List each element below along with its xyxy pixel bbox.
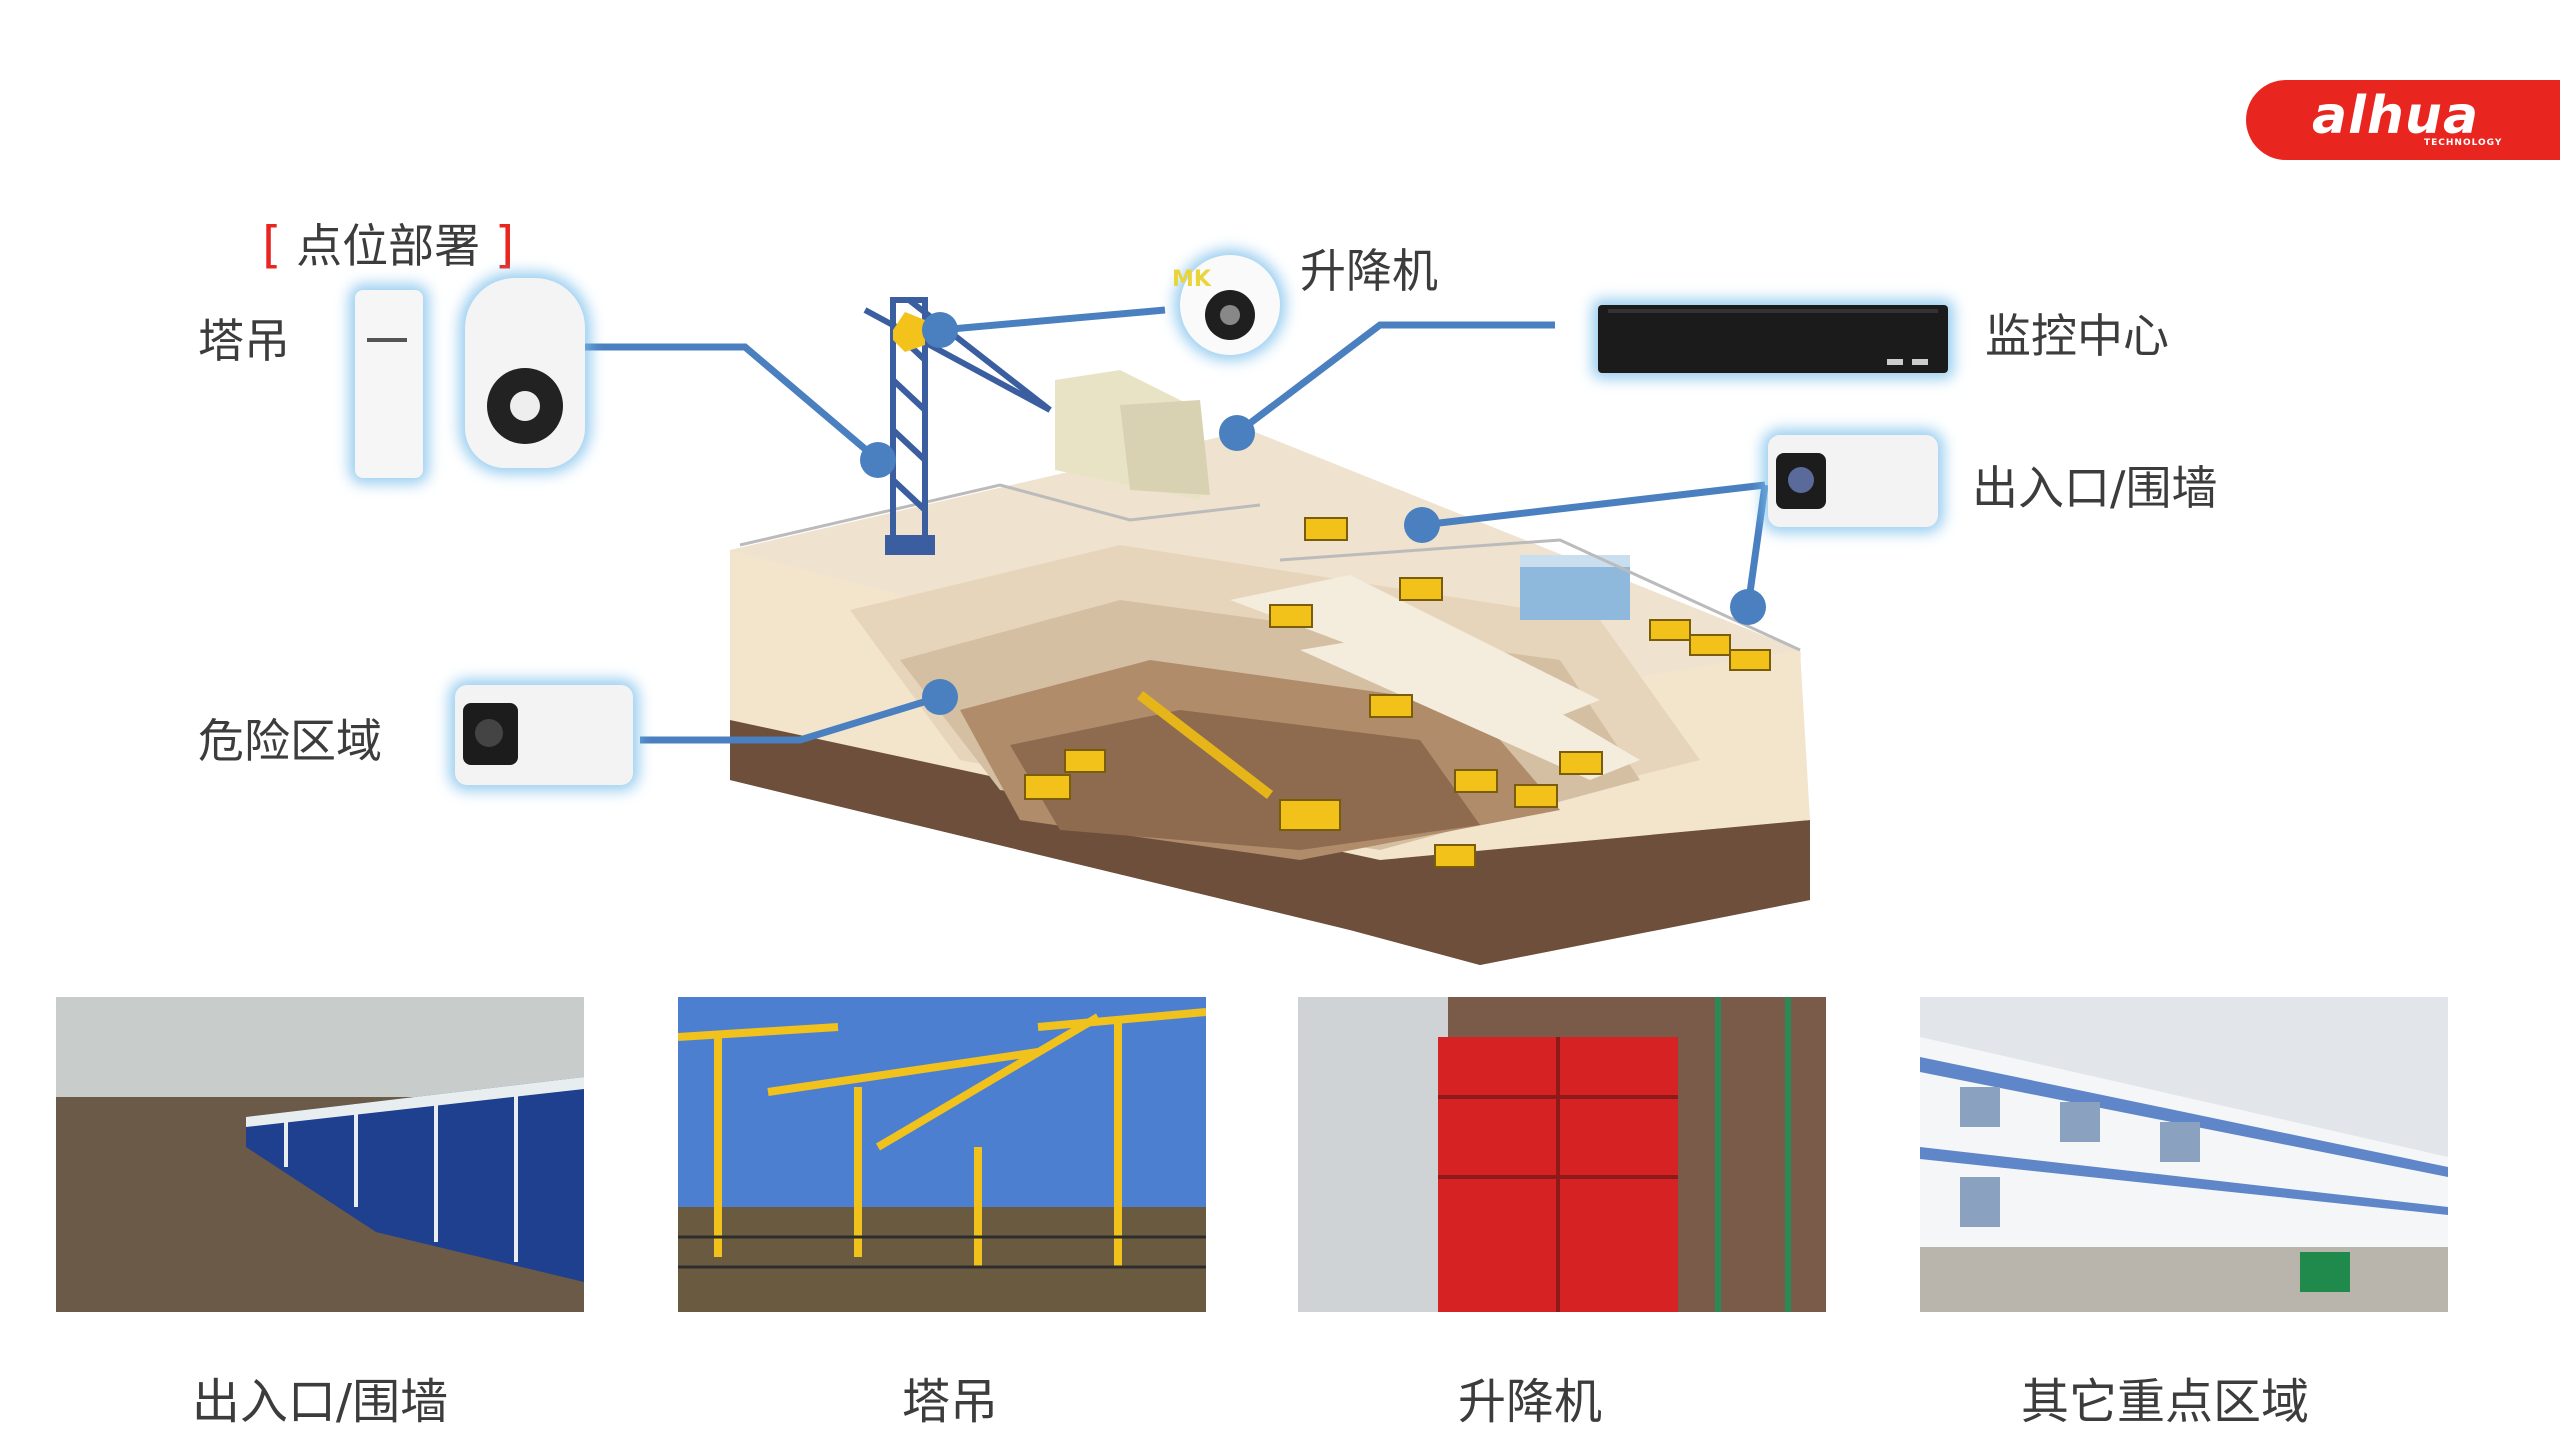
caption-tower-crane: 塔吊: [901, 1374, 998, 1430]
bracket-open: [: [262, 216, 282, 274]
label-entrance: 出入口/围墙: [1972, 461, 2218, 515]
photo-site-dormitory: [1920, 997, 2448, 1312]
connector-lines: [580, 306, 1769, 744]
photo-entrance-fence: [56, 997, 584, 1312]
dome-camera-icon: MK: [1172, 255, 1280, 355]
brand-subtitle: TECHNOLOGY: [2424, 138, 2503, 148]
site-illustration: [580, 297, 1810, 965]
label-danger-zone: 危险区域: [198, 714, 382, 768]
caption-other-areas: 其它重点区域: [2020, 1374, 2309, 1430]
brand-wordmark: alhua: [2312, 86, 2480, 146]
wireless-bridge-icon: [355, 290, 423, 478]
dome-overlay-text: MK: [1172, 267, 1211, 292]
photo-construction-elevator: [1298, 997, 1826, 1312]
connector-dots: [860, 312, 1766, 715]
site-block: [730, 297, 1810, 965]
caption-elevator: 升降机: [1457, 1374, 1602, 1430]
bullet-camera-entrance-icon: [1768, 435, 1938, 527]
photo-tower-cranes: [678, 997, 1206, 1312]
section-title: [ 点位部署 ]: [262, 210, 514, 276]
nvr-recorder-icon: [1598, 305, 1948, 373]
caption-entrance: 出入口/围墙: [191, 1374, 449, 1430]
bullet-camera-danger-icon: [455, 685, 633, 785]
bracket-close: ]: [494, 216, 515, 274]
label-monitor-center: 监控中心: [1985, 309, 2169, 363]
brand-logo: alhua TECHNOLOGY: [2246, 80, 2560, 160]
label-elevator: 升降机: [1300, 244, 1438, 298]
label-tower-crane: 塔吊: [198, 314, 290, 368]
ptz-camera-icon: [465, 278, 585, 468]
section-title-text: 点位部署: [296, 219, 481, 273]
